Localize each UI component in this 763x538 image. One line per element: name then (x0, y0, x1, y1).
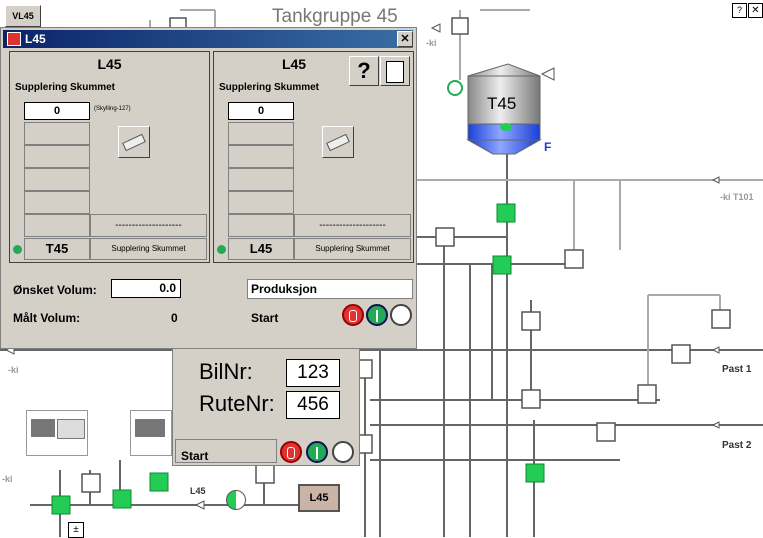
bil-reset-button[interactable] (332, 441, 354, 463)
mode-field[interactable]: Produksjon (247, 279, 413, 299)
bilnr-input[interactable]: 123 (286, 359, 340, 387)
tank-label: T45 (487, 94, 517, 113)
dialog-start-label: Start (251, 311, 279, 325)
panel-left-status-led (13, 245, 22, 254)
help-button[interactable]: ? (349, 56, 379, 86)
panel-right-value[interactable]: 0 (228, 102, 294, 120)
tank-t45[interactable] (455, 62, 555, 167)
pump-icon[interactable] (226, 490, 246, 510)
panel-left-dashes: -------------------- (90, 214, 207, 237)
panel-left-tool-button[interactable] (118, 126, 150, 158)
ki-bottom-left-label: -ki (2, 474, 13, 484)
bil-start-button[interactable] (306, 441, 328, 463)
l45-line-label: L45 (190, 486, 206, 496)
panel-left-footer-right: Supplering Skummet (90, 238, 207, 260)
panel-left-footer-left: T45 (24, 238, 90, 260)
bil-panel: BilNr: 123 RuteNr: 456 Start (172, 348, 360, 466)
bil-stop-button[interactable] (280, 441, 302, 463)
panel-right-dashes: -------------------- (294, 214, 411, 237)
panel-left-value[interactable]: 0 (24, 102, 90, 120)
page-title: Tankgruppe 45 (272, 6, 398, 27)
panel-left-heading: L45 (97, 56, 122, 72)
panel-right-footer-right: Supplering Skummet (294, 238, 411, 260)
document-button[interactable] (380, 56, 410, 86)
onsket-label: Ønsket Volum: (13, 283, 97, 297)
dialog-stop-button[interactable] (342, 304, 364, 326)
valve-symbol-icon: ± (68, 522, 84, 538)
panel-right-footer-left: L45 (228, 238, 294, 260)
ki-top-label: -ki (426, 38, 437, 48)
dialog-title: L45 (25, 32, 46, 46)
agitator-icon (447, 80, 463, 96)
l45-button[interactable]: L45 (298, 484, 340, 512)
malt-label: Målt Volum: (13, 311, 81, 325)
close-x-icon[interactable]: ✕ (748, 3, 763, 18)
ki-left-label: -ki (8, 365, 19, 375)
bilnr-label: BilNr: (199, 359, 253, 384)
panel-left-subheading: Supplering Skummet (15, 82, 116, 93)
past1-label: Past 1 (722, 364, 752, 375)
dialog-titlebar: L45 ✕ (3, 30, 413, 48)
dialog-close-button[interactable]: ✕ (397, 31, 413, 47)
help-book-icon[interactable]: ? (732, 3, 747, 18)
rutenr-label: RuteNr: (199, 391, 275, 416)
bil-start-label: Start (181, 449, 209, 463)
l45-dialog: L45 ✕ L45 Supplering Skummet 0 (Skylling… (0, 27, 417, 349)
onsket-input[interactable]: 0.0 (111, 279, 181, 298)
level-sensor-icon: F (544, 140, 552, 154)
app-icon (7, 32, 21, 46)
truck-bay-1[interactable] (26, 410, 88, 456)
dialog-reset-button[interactable] (390, 304, 412, 326)
dialog-start-button[interactable] (366, 304, 388, 326)
panel-right: L45 ? Supplering Skummet 0 -------------… (213, 51, 414, 263)
ki-t101-label: -ki T101 (720, 192, 754, 202)
panel-left: L45 Supplering Skummet 0 (Skylling-127) … (9, 51, 210, 263)
vl45-tab[interactable]: VL45 (5, 5, 41, 27)
past2-label: Past 2 (722, 440, 752, 451)
panel-left-note: (Skylling-127) (94, 106, 131, 112)
panel-right-tool-button[interactable] (322, 126, 354, 158)
panel-right-heading: L45 (281, 56, 307, 72)
truck-icon (135, 419, 165, 437)
panel-right-status-led (217, 245, 226, 254)
truck-tank-icon (57, 419, 85, 439)
truck-cab-icon (31, 419, 55, 437)
panel-right-subheading: Supplering Skummet (219, 82, 320, 93)
malt-value: 0 (171, 311, 178, 325)
truck-bay-2[interactable] (130, 410, 172, 456)
rutenr-input[interactable]: 456 (286, 391, 340, 419)
